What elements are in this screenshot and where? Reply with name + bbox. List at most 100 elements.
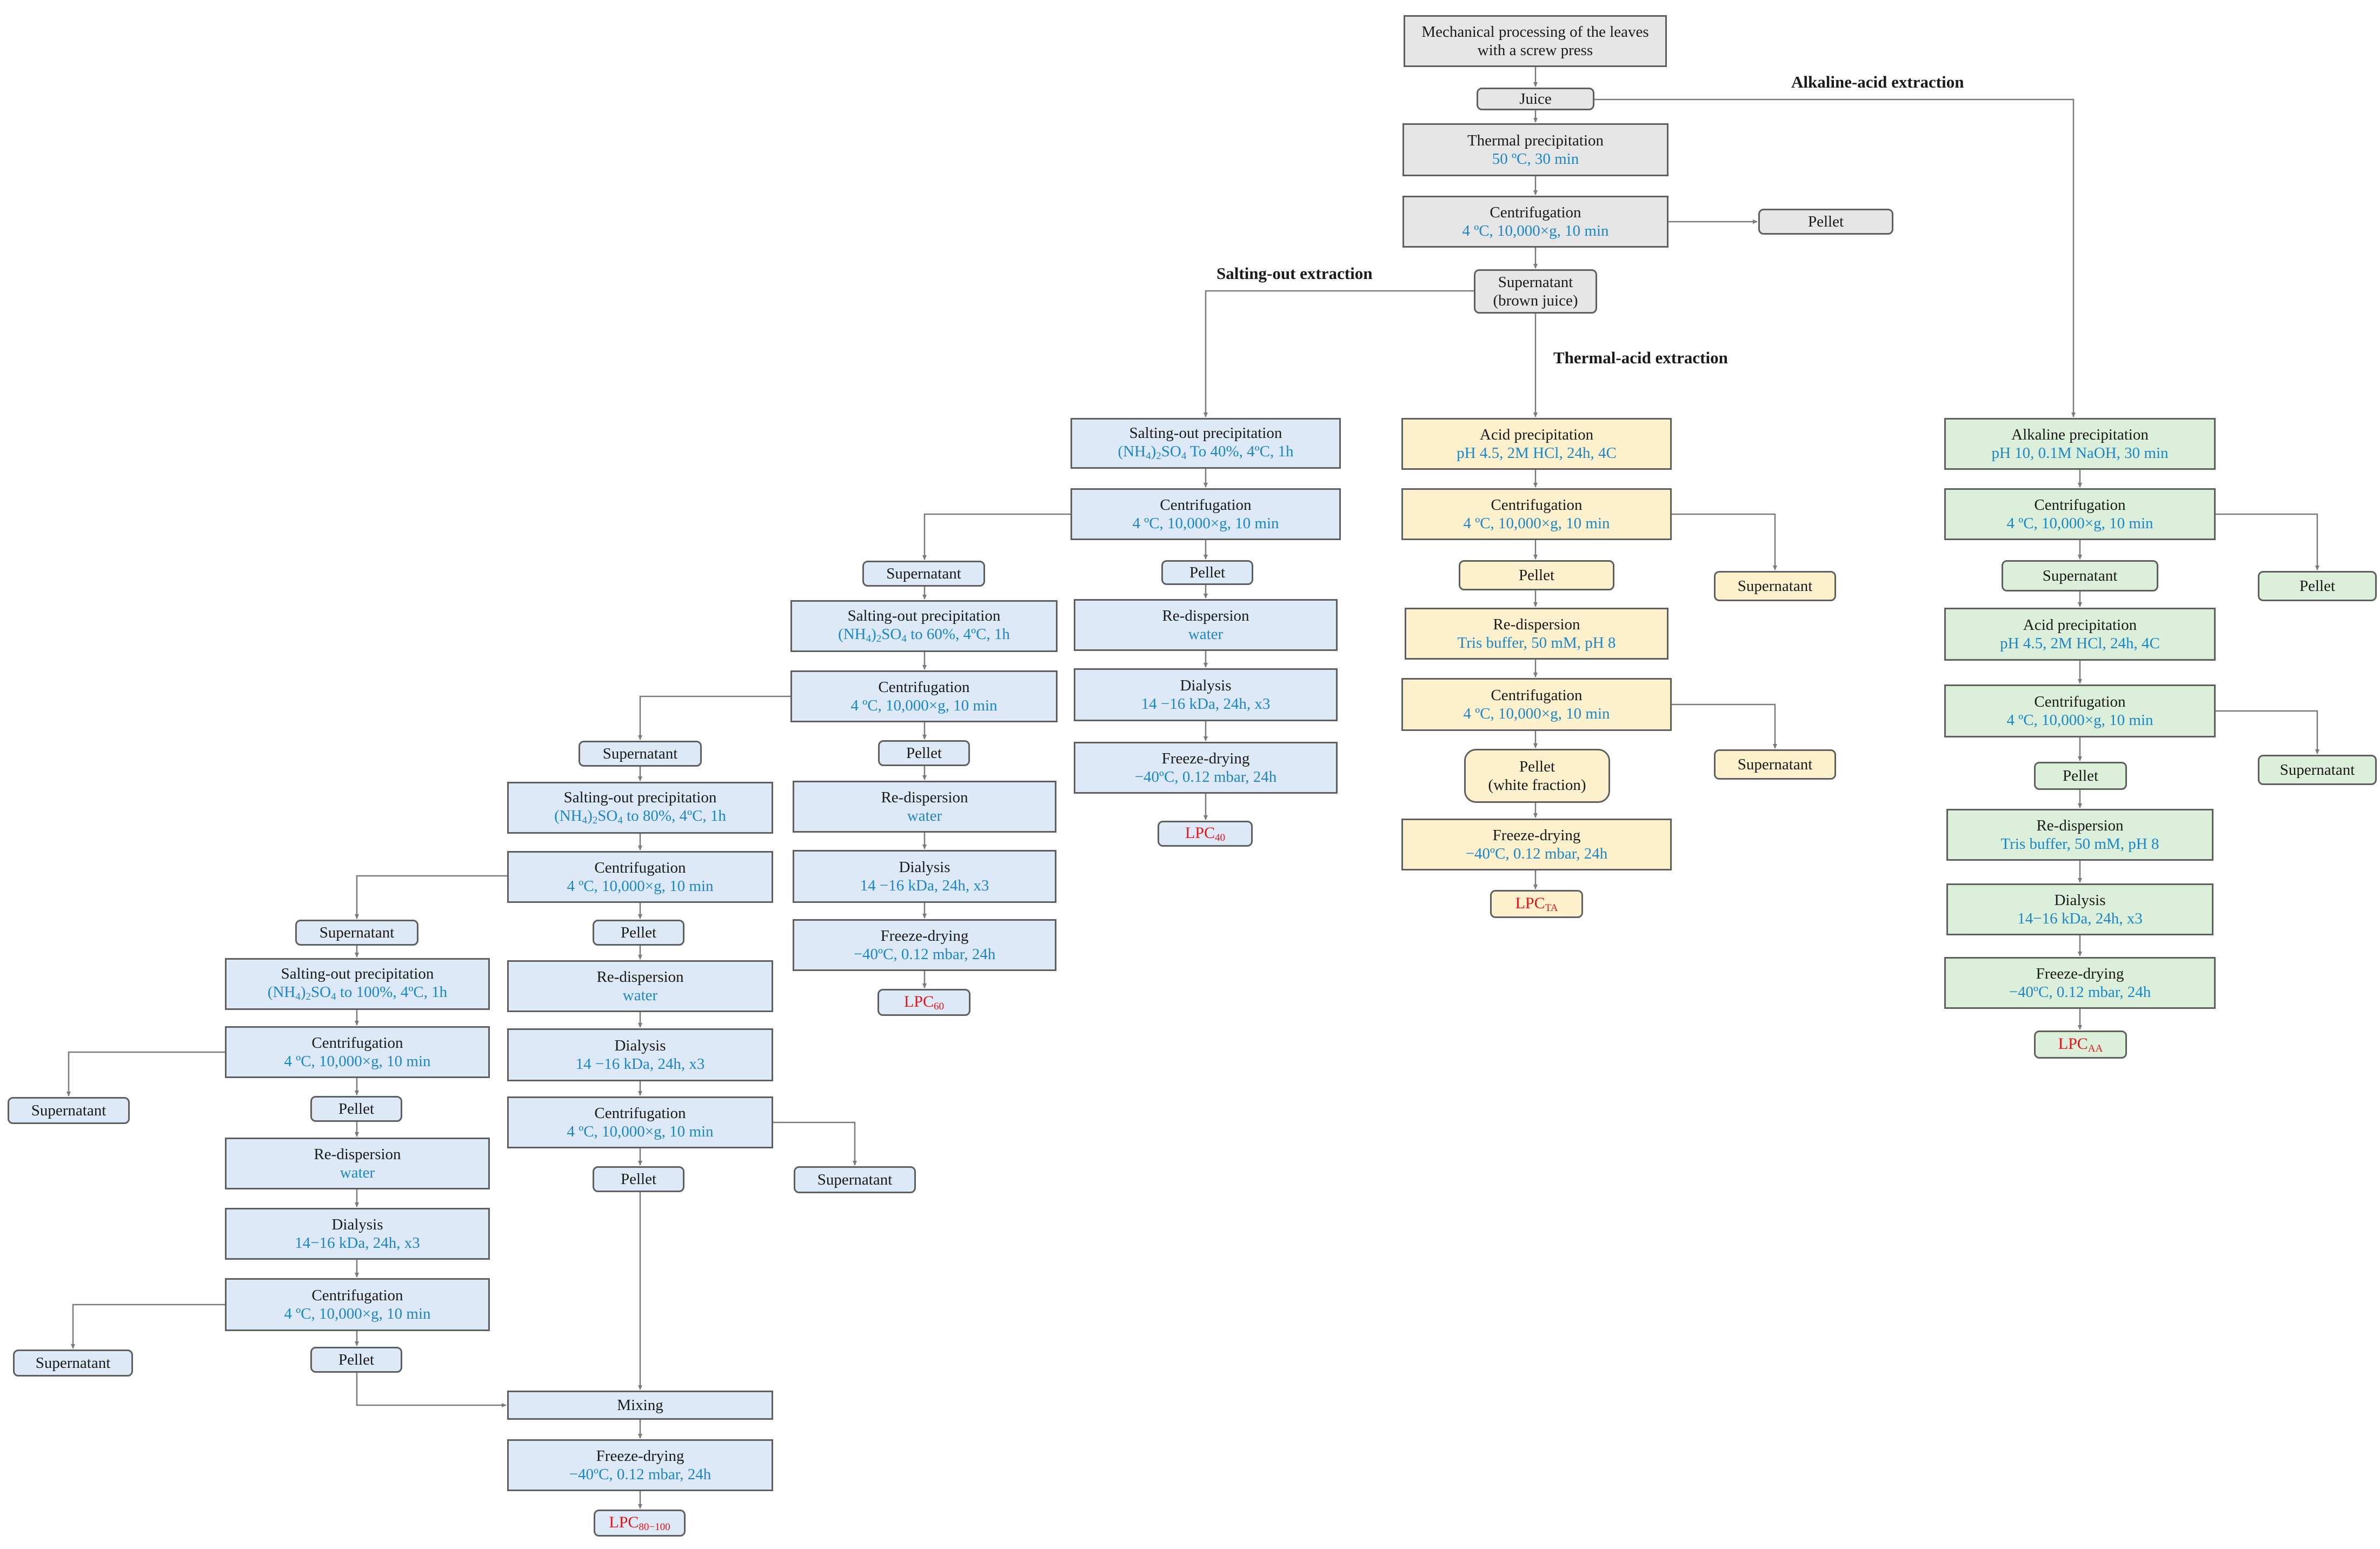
ta-centrifugation2-box: Centrifugation 4 ºC, 10,000×g, 10 min (1401, 678, 1672, 731)
formula-sub: 4 (582, 815, 588, 827)
step-params: 14 −16 kDa, 24h, x3 (575, 1055, 705, 1073)
step-title: Salting-out precipitation (847, 607, 1001, 625)
step-params: (NH4)2SO4 To 40%, 4ºC, 1h (1118, 442, 1294, 462)
step-subtitle: (brown juice) (1493, 292, 1578, 309)
step-title: Freeze-drying (880, 927, 969, 945)
pellet-label: Pellet (2299, 577, 2336, 595)
connector-aa-cent2-supernatant (2216, 710, 2319, 754)
supernatant-100-box: Supernatant (8, 1097, 130, 1124)
connector-s60-cent-supernatant (638, 695, 790, 740)
ta-redispersion-box: Re-dispersion Tris buffer, 50 mM, pH 8 (1405, 608, 1668, 660)
step-title: Acid precipitation (1479, 426, 1594, 443)
pellet-100b-box: Pellet (310, 1347, 402, 1373)
formula-part: SO (1161, 443, 1181, 461)
supernatant-label: Supernatant (1737, 577, 1813, 595)
step-title: Centrifugation (1490, 203, 1581, 221)
aa-pellet-box: Pellet (2258, 571, 2377, 601)
formula-part: (NH (838, 626, 866, 643)
freeze-drying-40-box: Freeze-drying −40ºC, 0.12 mbar, 24h (1074, 742, 1338, 794)
step-params: 4 ºC, 10,000×g, 10 min (567, 1123, 714, 1140)
step-title: Dialysis (331, 1215, 383, 1233)
formula-part: ) (1151, 443, 1156, 461)
step-title: Re-dispersion (596, 968, 684, 986)
step-params: water (622, 987, 658, 1004)
pellet-label: Pellet (1518, 566, 1555, 584)
formula-sub: 4 (617, 815, 623, 827)
lpc-sub: TA (1545, 902, 1558, 914)
dialysis-80-box: Dialysis 14 −16 kDa, 24h, x3 (507, 1028, 773, 1081)
step-params: water (340, 1164, 375, 1181)
connector-aa-cent-pellet (2216, 513, 2319, 570)
step-params: −40ºC, 0.12 mbar, 24h (2009, 983, 2151, 1001)
lpc-sub: AA (2088, 1042, 2103, 1054)
step-params: 14−16 kDa, 24h, x3 (295, 1234, 420, 1252)
step-params: pH 10, 0.1M NaOH, 30 min (1991, 444, 2169, 462)
aa-supernatant2-box: Supernatant (2258, 755, 2377, 785)
dialysis-40-box: Dialysis 14 −16 kDa, 24h, x3 (1074, 668, 1338, 721)
step-params: 4 ºC, 10,000×g, 10 min (1462, 222, 1609, 240)
step-params: (NH4)2SO4 to 100%, 4ºC, 1h (268, 983, 447, 1003)
lpc-aa-label: LPCAA (2058, 1034, 2103, 1055)
step-title: Re-dispersion (2036, 816, 2124, 834)
lpc-ta-label: LPCTA (1515, 894, 1558, 914)
title-salting-out: Salting-out extraction (1216, 264, 1373, 283)
step-title: Freeze-drying (596, 1447, 684, 1465)
connector-s100-pellet-mixing (356, 1373, 507, 1407)
pellet-40-box: Pellet (1161, 560, 1253, 585)
step-params: water (1188, 626, 1224, 643)
formula-part: ) (587, 807, 593, 825)
formula-sub: 2 (305, 991, 311, 1003)
step-title: Centrifugation (1491, 686, 1583, 704)
lpc-main: LPC (1515, 894, 1545, 912)
lpc40-label: LPC40 (1185, 823, 1225, 844)
pellet-80-box: Pellet (593, 920, 684, 946)
step-params: pH 4.5, 2M HCl, 24h, 4C (2000, 635, 2160, 652)
formula-part: SO (597, 807, 618, 825)
step-title: Mixing (617, 1396, 663, 1414)
aa-centrifugation2-box: Centrifugation 4 ºC, 10,000×g, 10 min (1944, 684, 2216, 737)
step-params: (NH4)2SO4 to 80%, 4ºC, 1h (554, 807, 726, 827)
step-title: Alkaline precipitation (2011, 426, 2149, 443)
step-params: pH 4.5, 2M HCl, 24h, 4C (1457, 444, 1617, 462)
pellet-label: Pellet (906, 744, 942, 762)
formula-sub: 2 (1156, 450, 1161, 462)
lpc40-box: LPC40 (1158, 821, 1253, 847)
centrifugation-80-box: Centrifugation 4 ºC, 10,000×g, 10 min (507, 851, 773, 903)
pellet-label: Pellet (338, 1351, 375, 1368)
step-title: Salting-out precipitation (1129, 424, 1282, 442)
supernatant-40-box: Supernatant (862, 561, 985, 587)
lpc-aa-box: LPCAA (2034, 1031, 2127, 1059)
lpc-main: LPC (609, 1513, 639, 1531)
step-params: 4 ºC, 10,000×g, 10 min (567, 877, 714, 895)
pellet-100-box: Pellet (310, 1096, 402, 1122)
step-title: Salting-out precipitation (281, 965, 434, 983)
lpc60-label: LPC60 (904, 992, 944, 1013)
pellet-80b-box: Pellet (593, 1166, 684, 1192)
aa-alkaline-precipitation-box: Alkaline precipitation pH 10, 0.1M NaOH,… (1944, 418, 2216, 470)
step-subtitle: (white fraction) (1488, 776, 1586, 794)
lpc-main: LPC (1185, 823, 1215, 842)
step-params: −40ºC, 0.12 mbar, 24h (569, 1466, 712, 1483)
step-title: Centrifugation (594, 1104, 686, 1122)
formula-part: SO (881, 626, 902, 643)
centrifugation-100-box: Centrifugation 4 ºC, 10,000×g, 10 min (225, 1026, 490, 1078)
dialysis-100-box: Dialysis 14−16 kDa, 24h, x3 (225, 1208, 490, 1260)
formula-sub: 4 (295, 991, 301, 1003)
supernatant-80b-box: Supernatant (794, 1166, 916, 1193)
supernatant-80-box: Supernatant (295, 920, 418, 946)
formula-sub: 4 (901, 633, 907, 645)
supernatant-label: Supernatant (31, 1101, 107, 1119)
aa-dialysis-box: Dialysis 14−16 kDa, 24h, x3 (1946, 883, 2213, 935)
step-title: Freeze-drying (1492, 826, 1581, 844)
lpc-sub: 80−100 (639, 1521, 670, 1533)
step-title: Re-dispersion (314, 1145, 401, 1163)
supernatant-label: Supernatant (35, 1354, 111, 1372)
formula-part: to 60%, 4ºC, 1h (906, 626, 1010, 643)
step-title: Supernatant (1498, 273, 1573, 291)
aa-pellet2-box: Pellet (2034, 762, 2127, 790)
redispersion-80-box: Re-dispersion water (507, 960, 773, 1012)
lpc60-box: LPC60 (877, 989, 970, 1016)
step-params: 14−16 kDa, 24h, x3 (2017, 910, 2143, 927)
step-params: −40ºC, 0.12 mbar, 24h (1134, 768, 1277, 786)
step-title: Freeze-drying (1161, 749, 1250, 767)
